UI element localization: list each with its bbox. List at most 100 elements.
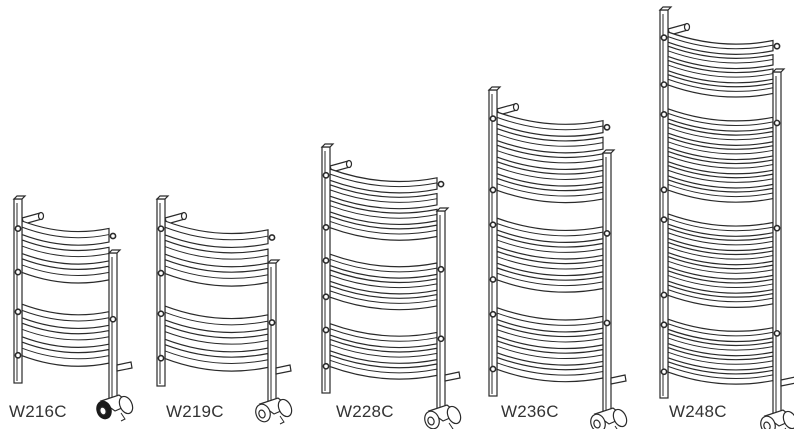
rail-highlight: [667, 183, 774, 198]
fixing-dot: [660, 368, 668, 376]
valve-cap: [446, 405, 462, 425]
rail-highlight: [667, 323, 774, 337]
lower-bracket: [780, 376, 794, 387]
fixing-dot: [603, 319, 611, 327]
rail-highlight: [667, 169, 774, 183]
lower-bracket: [610, 374, 627, 385]
fixing-dot: [773, 329, 781, 337]
fixing-dot: [322, 362, 330, 370]
rail-highlight: [667, 260, 774, 274]
valve-tail: [120, 412, 126, 422]
fixing-dot: [322, 171, 330, 179]
fixing-dot: [489, 365, 497, 373]
rail-highlight: [329, 274, 438, 289]
radiator-w236c: [487, 86, 628, 434]
rail-highlight: [667, 155, 774, 169]
fixing-dot: [268, 319, 276, 326]
left-post-cap: [320, 143, 335, 148]
towel-rail: [164, 305, 269, 334]
fixing-dot: [322, 257, 330, 264]
valve-cap: [612, 408, 628, 428]
rail-highlight: [496, 183, 604, 197]
rail-highlight: [329, 173, 438, 188]
valve-w236c: [590, 407, 628, 434]
bracket-cap: [37, 211, 45, 221]
rail-highlight: [329, 258, 438, 273]
rail-highlight: [21, 264, 110, 276]
fixing-dot: [660, 34, 668, 42]
rail-highlight: [667, 351, 774, 365]
valve-w228c: [424, 404, 462, 432]
rail-highlight: [496, 133, 604, 147]
radiator-w228c: [320, 143, 462, 432]
rail-highlight: [329, 290, 438, 304]
fixing-dot: [268, 234, 276, 241]
rail-highlight: [496, 272, 604, 287]
label-w219c: W219C: [166, 402, 224, 421]
towel-rail: [496, 111, 604, 137]
rail-highlight: [164, 265, 269, 279]
rail-highlight: [667, 289, 774, 303]
fixing-dot: [773, 224, 781, 232]
label-w228c: W228C: [336, 402, 394, 421]
rail-highlight: [21, 226, 110, 239]
bracket-cap: [180, 211, 188, 221]
rail-highlight: [164, 246, 269, 260]
fixing-dot: [109, 232, 117, 240]
fixing-dot: [157, 269, 165, 277]
fixing-dot: [660, 291, 668, 299]
rail-highlight: [667, 218, 774, 232]
right-post: [602, 152, 612, 417]
valve-tail: [448, 422, 454, 432]
fixing-dot: [489, 115, 497, 123]
bracket-cap: [512, 102, 520, 112]
towel-rail: [496, 306, 604, 333]
rail-highlight: [21, 328, 110, 341]
rail-highlight: [329, 189, 438, 203]
left-post: [488, 89, 498, 397]
fixing-dot: [660, 321, 668, 329]
valve-knob-center: [258, 409, 266, 419]
rail-highlight: [496, 239, 604, 253]
towel-rail: [21, 220, 110, 246]
lower-bracket: [275, 364, 292, 375]
rail-highlight: [667, 36, 774, 50]
label-w216c: W216C: [9, 402, 67, 421]
left-post: [321, 146, 331, 394]
fixing-dot: [14, 268, 22, 276]
rail-highlight: [329, 220, 438, 235]
rail-highlight: [667, 50, 774, 64]
rail-highlight: [164, 350, 269, 364]
towel-rail: [21, 303, 110, 329]
fixing-dot: [660, 111, 668, 118]
fixing-dot: [437, 265, 445, 273]
rail-highlight: [496, 345, 604, 360]
rail-highlight: [667, 246, 774, 260]
valve-tail: [279, 415, 285, 425]
fixing-dot: [437, 335, 445, 343]
rail-highlight: [496, 166, 604, 180]
fixing-dot: [660, 81, 668, 88]
fixing-dot: [773, 119, 781, 127]
rail-highlight: [667, 365, 774, 380]
valve-cap: [118, 395, 134, 415]
label-w248c: W248C: [669, 402, 727, 421]
fixing-dot: [109, 315, 117, 323]
rail-highlight: [329, 344, 438, 358]
towel-rail: [329, 183, 438, 210]
valve-cap: [277, 398, 293, 418]
fixing-dot: [14, 225, 22, 232]
rail-highlight: [21, 245, 110, 258]
right-post-cap: [266, 259, 281, 264]
fixing-dot: [322, 223, 330, 231]
rail-highlight: [329, 359, 438, 374]
towel-rail: [329, 168, 438, 194]
rail-highlight: [496, 223, 604, 237]
fixing-dot: [660, 216, 668, 224]
valve-knob-center: [99, 406, 107, 416]
fixing-dot: [157, 310, 165, 318]
rail-highlight: [21, 347, 110, 360]
valve-w248c: [760, 409, 794, 434]
